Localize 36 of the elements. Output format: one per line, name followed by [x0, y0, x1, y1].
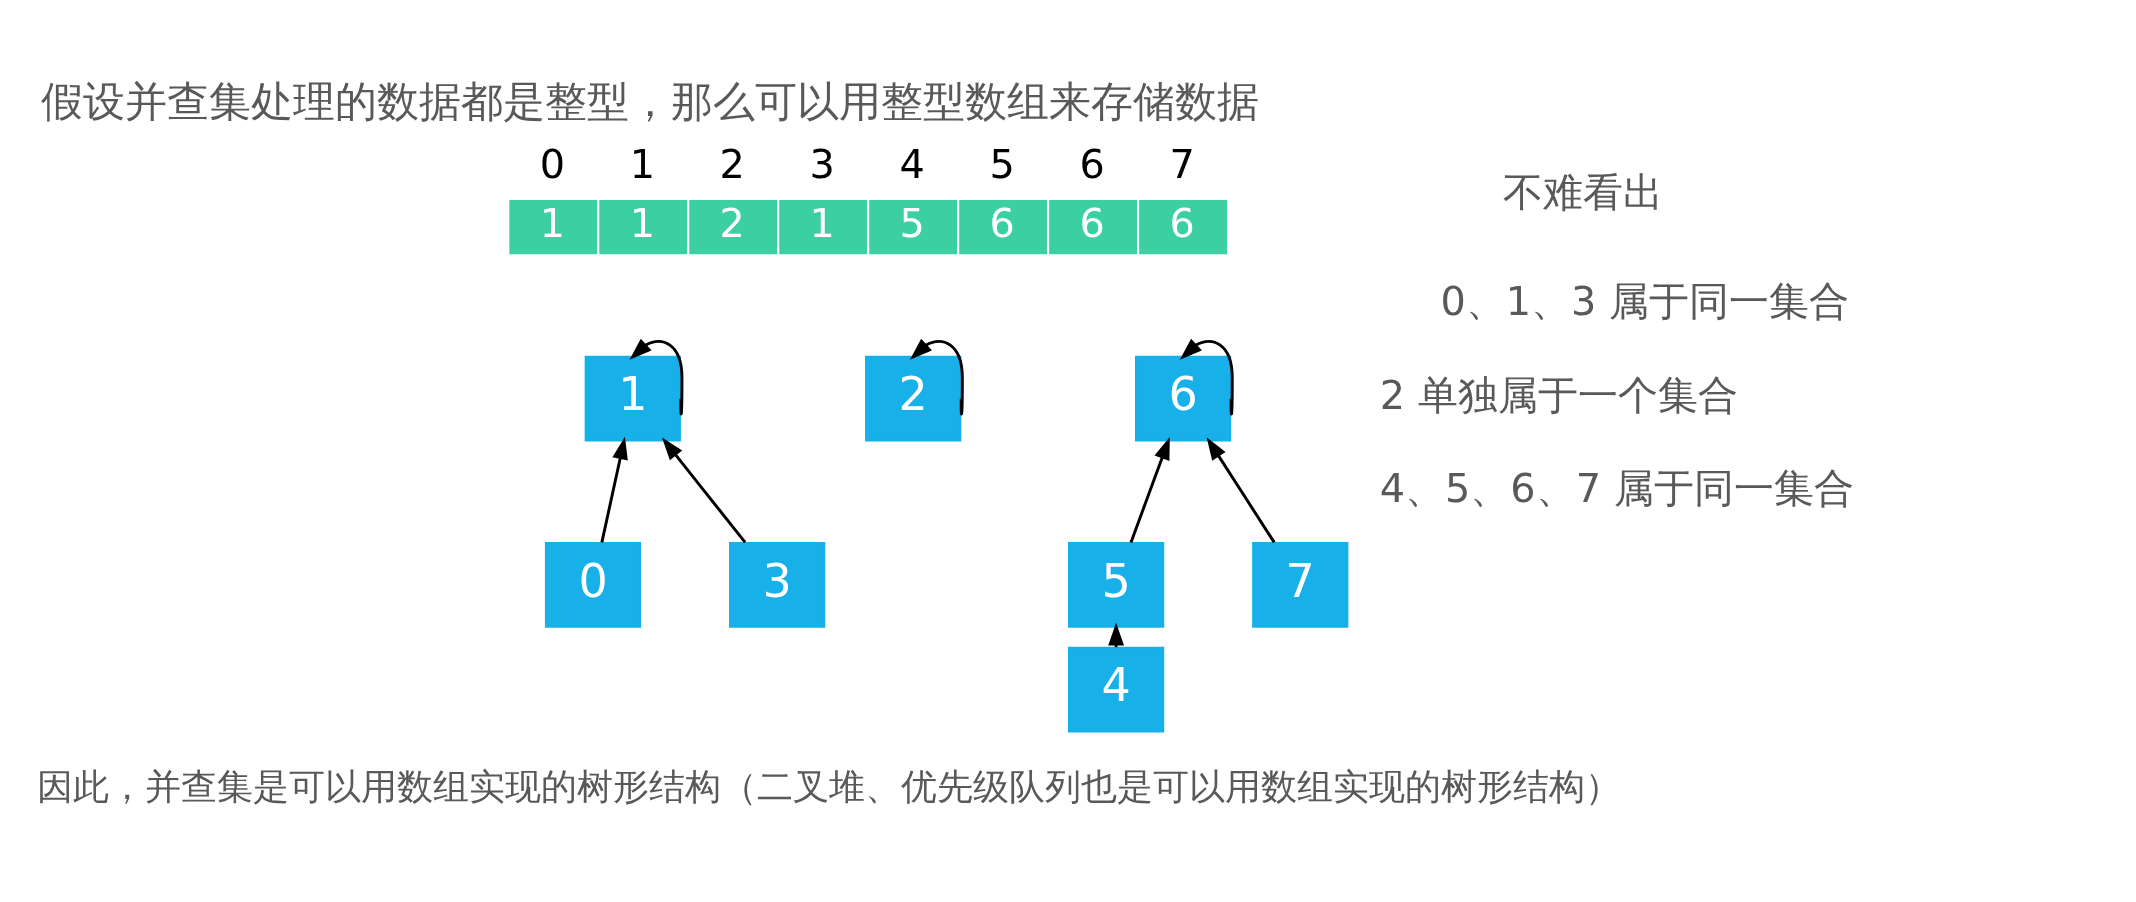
node-label: 7: [1169, 141, 1195, 188]
node-box: 5: [869, 199, 958, 255]
node-box: 6: [1134, 355, 1232, 442]
node-box: 6: [959, 199, 1048, 255]
node-label: 4: [899, 141, 925, 188]
label: 因此，并查集是可以用数组实现的树形结构（二叉堆、优先级队列也是可以用数组实现的树形结构）: [37, 765, 1622, 807]
label: 4、5、6、7 属于同一集合: [1379, 464, 1854, 511]
node-box: 1: [779, 199, 868, 255]
node-label: 0: [539, 141, 565, 188]
arrow: [1179, 338, 1234, 414]
arrow: [629, 338, 684, 414]
node-box: 1: [584, 355, 681, 442]
arrow: [1129, 436, 1170, 543]
node-label: 2: [719, 141, 745, 188]
node-box: 6: [1049, 199, 1138, 255]
arrow: [661, 437, 747, 544]
label: 2 单独属于一个集合: [1379, 371, 1738, 418]
node-box: 0: [544, 542, 642, 628]
node-box: 5: [1068, 542, 1165, 628]
node-box: 2: [689, 199, 778, 255]
node-box: 1: [509, 199, 598, 255]
label: 0、1、3 属于同一集合: [1440, 278, 1849, 325]
node-box: 6: [1139, 199, 1227, 255]
node-box: 1: [599, 199, 688, 255]
diagram-title: 假设并查集处理的数据都是整型，那么可以用整型数组来存储数据: [40, 77, 1259, 127]
arrow: [600, 436, 628, 543]
node-box: 2: [865, 355, 962, 442]
node-box: 3: [729, 542, 826, 628]
node-label: 1: [629, 141, 655, 188]
arrow: [1206, 437, 1276, 544]
node-label: 6: [1079, 141, 1105, 188]
label: 不难看出: [1503, 168, 1664, 215]
node-label: 3: [809, 141, 835, 188]
node-label: 5: [989, 141, 1015, 188]
node-box: 7: [1252, 542, 1349, 628]
arrow: [909, 338, 964, 414]
